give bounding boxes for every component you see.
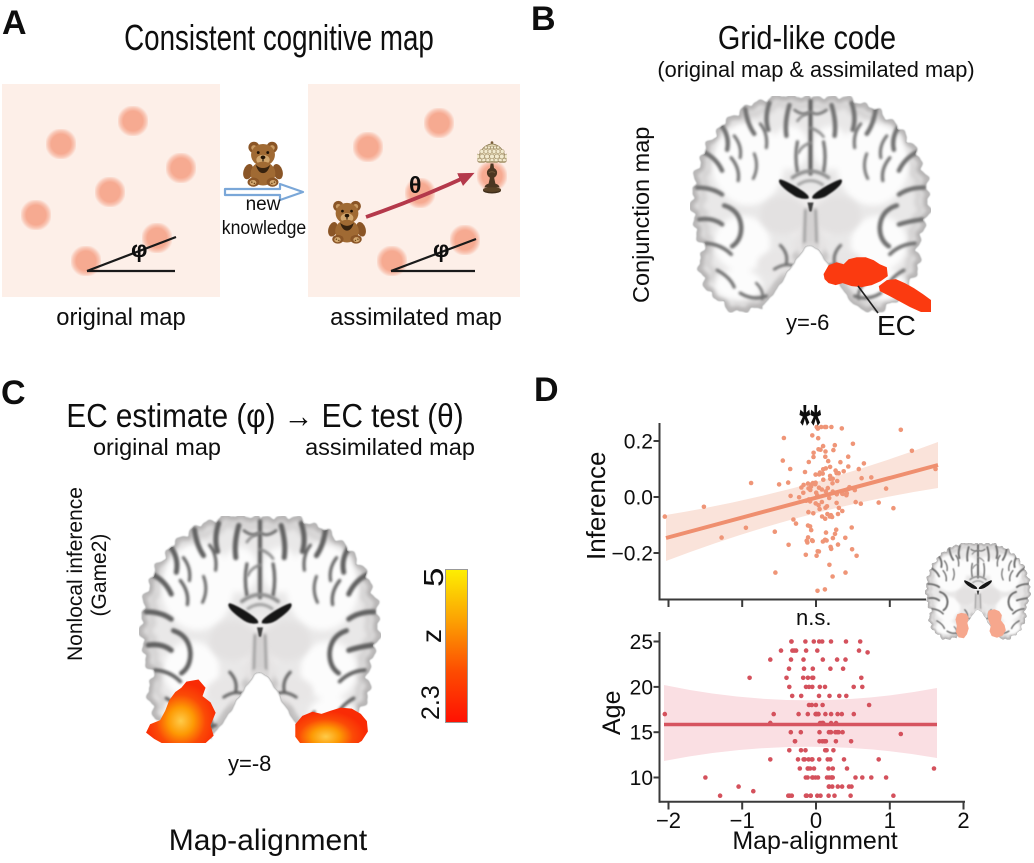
svg-text:−2: −2	[656, 808, 681, 833]
svg-text:0.0: 0.0	[624, 487, 653, 510]
svg-text:1: 1	[884, 808, 896, 833]
svg-text:−0.2: −0.2	[612, 543, 653, 566]
svg-text:−1: −1	[730, 808, 755, 833]
svg-text:25: 25	[630, 631, 653, 654]
svg-text:0.2: 0.2	[624, 431, 653, 454]
svg-text:0: 0	[810, 808, 822, 833]
svg-text:20: 20	[630, 676, 653, 699]
svg-text:2: 2	[957, 808, 969, 833]
svg-text:10: 10	[630, 767, 653, 790]
svg-text:15: 15	[630, 722, 653, 745]
